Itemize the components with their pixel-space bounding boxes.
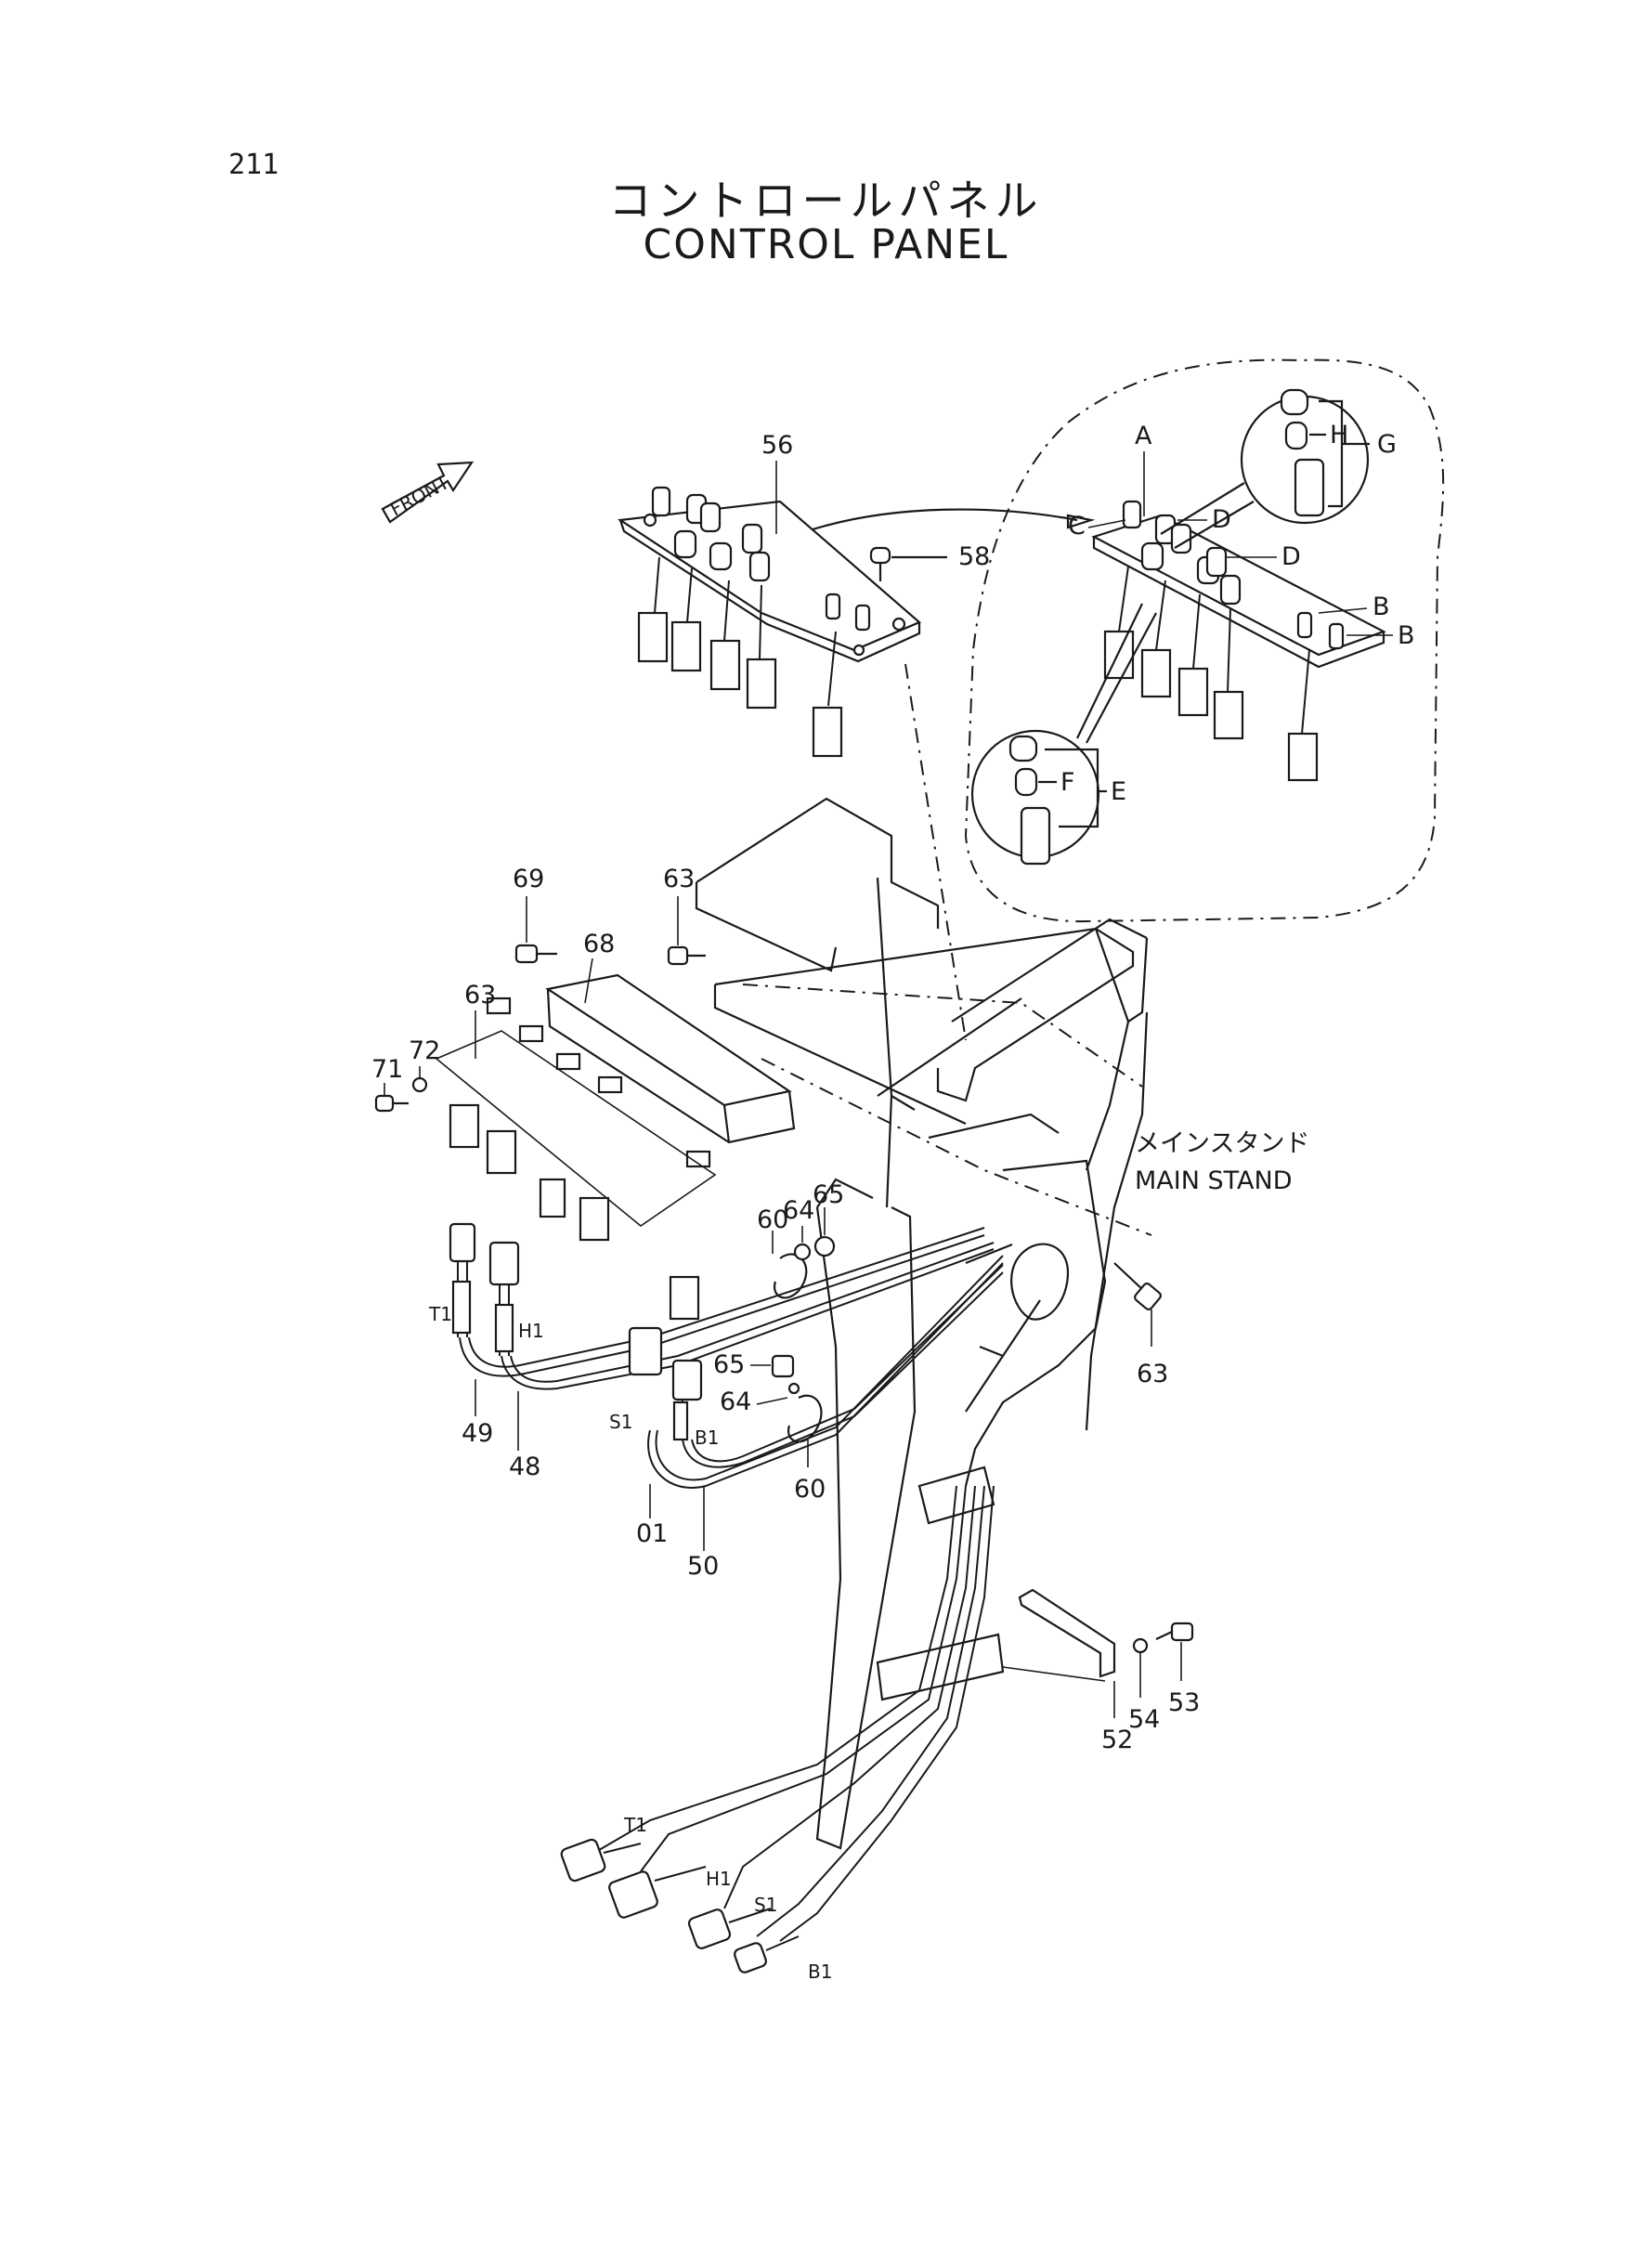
clamp-60-upper [772, 1207, 836, 1299]
title-english: CONTROL PANEL [643, 221, 1009, 268]
connector-bracket-68 [435, 973, 796, 1321]
front-arrow: FRONT [381, 461, 475, 524]
detail-letter-H: H [1330, 421, 1348, 449]
part-label-60-lower: 60 [794, 1475, 826, 1504]
main-stand [695, 797, 1149, 1850]
bolt-53 [1155, 1622, 1194, 1681]
bolt-63-lower: 63 [1113, 1262, 1168, 1388]
front-arrow-label: FRONT [386, 471, 453, 521]
part-label-58: 58 [958, 542, 990, 571]
tag-T1-upper: T1 [428, 1303, 452, 1325]
part-label-71: 63 [464, 981, 496, 1010]
detail-letter-E: E [1111, 777, 1126, 806]
detail-letter-B2: B [1398, 621, 1415, 650]
main-stand-label-en: MAIN STAND [1135, 1166, 1293, 1195]
detail-callout-outline [964, 358, 1445, 923]
washer-73 [411, 1066, 428, 1093]
screw-72 [374, 1083, 409, 1113]
tag-S1-lower: S1 [754, 1894, 777, 1916]
part-label-01: 01 [636, 1519, 668, 1548]
detail-letter-G: G [1377, 430, 1397, 459]
tag-B1-lower: B1 [808, 1961, 832, 1983]
part-label-64-upper: 64 [783, 1196, 814, 1225]
part-label-49: 49 [462, 1419, 493, 1448]
part-label-50: 50 [687, 1552, 719, 1581]
switch-panel-56: 56 [617, 431, 922, 758]
part-label-56: 56 [761, 431, 793, 460]
part-label-48: 48 [509, 1453, 540, 1481]
part-label-63-upper: 63 [663, 865, 695, 893]
part-label-63-lower: 63 [1137, 1360, 1168, 1388]
switch-harness-connectors [637, 556, 843, 758]
detail-letter-A: A [1135, 422, 1152, 450]
part-label-72: 71 [371, 1055, 403, 1084]
title-japanese: コントロールパネル [608, 176, 1044, 226]
detail-letter-C: C [1068, 512, 1086, 541]
main-stand-label-jp: メインスタンド [1135, 1129, 1309, 1158]
harness-cables [449, 1222, 1004, 1489]
clamp-60-lower [750, 1354, 823, 1467]
part-label-53: 53 [1168, 1688, 1200, 1717]
part-label-68: 68 [583, 930, 615, 958]
tag-T1-lower: T1 [623, 1814, 647, 1836]
detail-letter-B1: B [1372, 593, 1390, 621]
screw-58: 58 [869, 542, 990, 581]
page-number: 211 [228, 149, 280, 181]
detail-switch-panel [1091, 500, 1386, 782]
callout-leader [798, 508, 1078, 536]
part-label-60-upper: 60 [757, 1205, 788, 1234]
alignment-line-1 [904, 663, 967, 1041]
part-label-69: 69 [513, 865, 544, 893]
part-label-52: 52 [1101, 1726, 1133, 1754]
part-label-65-upper: 65 [813, 1180, 844, 1209]
part-label-73: 72 [409, 1036, 440, 1065]
tag-B1-upper: B1 [695, 1427, 719, 1449]
bulb-detail-E: F E [970, 603, 1157, 866]
part-label-65-lower: 65 [713, 1350, 745, 1379]
washer-54 [1132, 1637, 1149, 1698]
part-label-54: 54 [1128, 1705, 1160, 1734]
bracket-52 [1018, 1588, 1116, 1718]
tag-H1-upper: H1 [518, 1320, 544, 1342]
bolt-63-upper: 63 [663, 865, 706, 966]
bulb-detail-G: H G [1160, 388, 1397, 549]
switch-knobs [651, 486, 871, 632]
tag-S1-upper: S1 [609, 1411, 632, 1433]
part-label-64-lower: 64 [720, 1388, 751, 1416]
bolt-69: 69 [513, 865, 557, 964]
tag-H1-lower: H1 [706, 1868, 732, 1890]
detail-letter-F: F [1060, 768, 1075, 797]
alignment-line-2 [761, 1058, 1152, 1236]
lower-cable-bundle [560, 1466, 1106, 1974]
detail-letter-D2: D [1281, 542, 1301, 571]
